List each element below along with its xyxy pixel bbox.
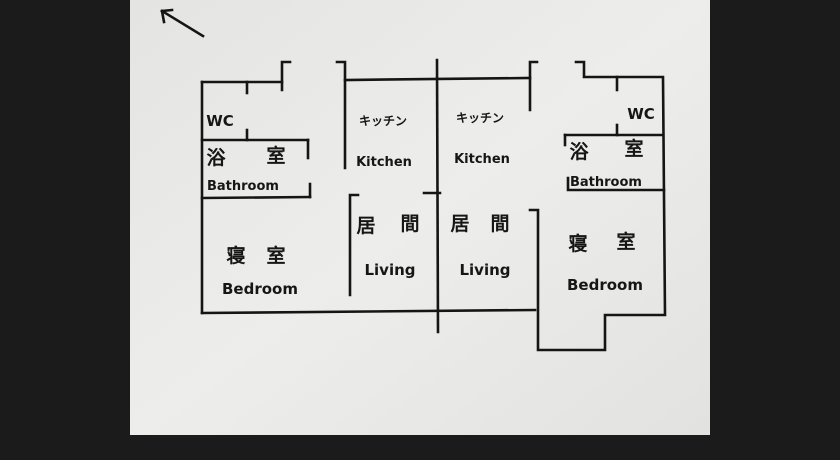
living-jp-label: 居 xyxy=(356,215,375,237)
paper xyxy=(130,0,710,435)
living-jp-label: 居 xyxy=(450,213,469,235)
kitchen-label: Kitchen xyxy=(356,155,412,170)
walls-center xyxy=(335,58,539,334)
living-label: Living xyxy=(364,261,415,279)
bedroom-jp-label: 寝 xyxy=(226,244,245,267)
bedroom-jp-label: 寝 xyxy=(568,232,587,255)
bedroom-jp-label: 室 xyxy=(616,230,635,253)
bedroom-label: Bedroom xyxy=(222,280,298,298)
living-label: Living xyxy=(459,261,510,279)
wc-label: WC xyxy=(206,112,234,130)
kitchen-label: Kitchen xyxy=(454,152,510,167)
north-arrow-icon xyxy=(160,8,205,38)
wc-label: WC xyxy=(627,105,655,123)
bathroom-jp-label: 浴 xyxy=(206,147,226,169)
kitchen-jp-label: キッチン xyxy=(359,114,407,128)
bathroom-jp-label: 室 xyxy=(624,137,643,160)
bathroom-label: Bathroom xyxy=(570,175,642,190)
walls-left-unit xyxy=(200,60,537,315)
bathroom-label: Bathroom xyxy=(207,179,279,194)
bathroom-jp-label: 室 xyxy=(266,144,285,167)
bathroom-jp-label: 浴 xyxy=(569,141,589,163)
living-jp-label: 間 xyxy=(490,213,509,235)
living-jp-label: 間 xyxy=(400,213,419,235)
walls-right-unit xyxy=(528,60,667,352)
kitchen-jp-label: キッチン xyxy=(456,111,504,125)
bedroom-jp-label: 室 xyxy=(266,244,285,267)
bedroom-label: Bedroom xyxy=(567,276,643,294)
